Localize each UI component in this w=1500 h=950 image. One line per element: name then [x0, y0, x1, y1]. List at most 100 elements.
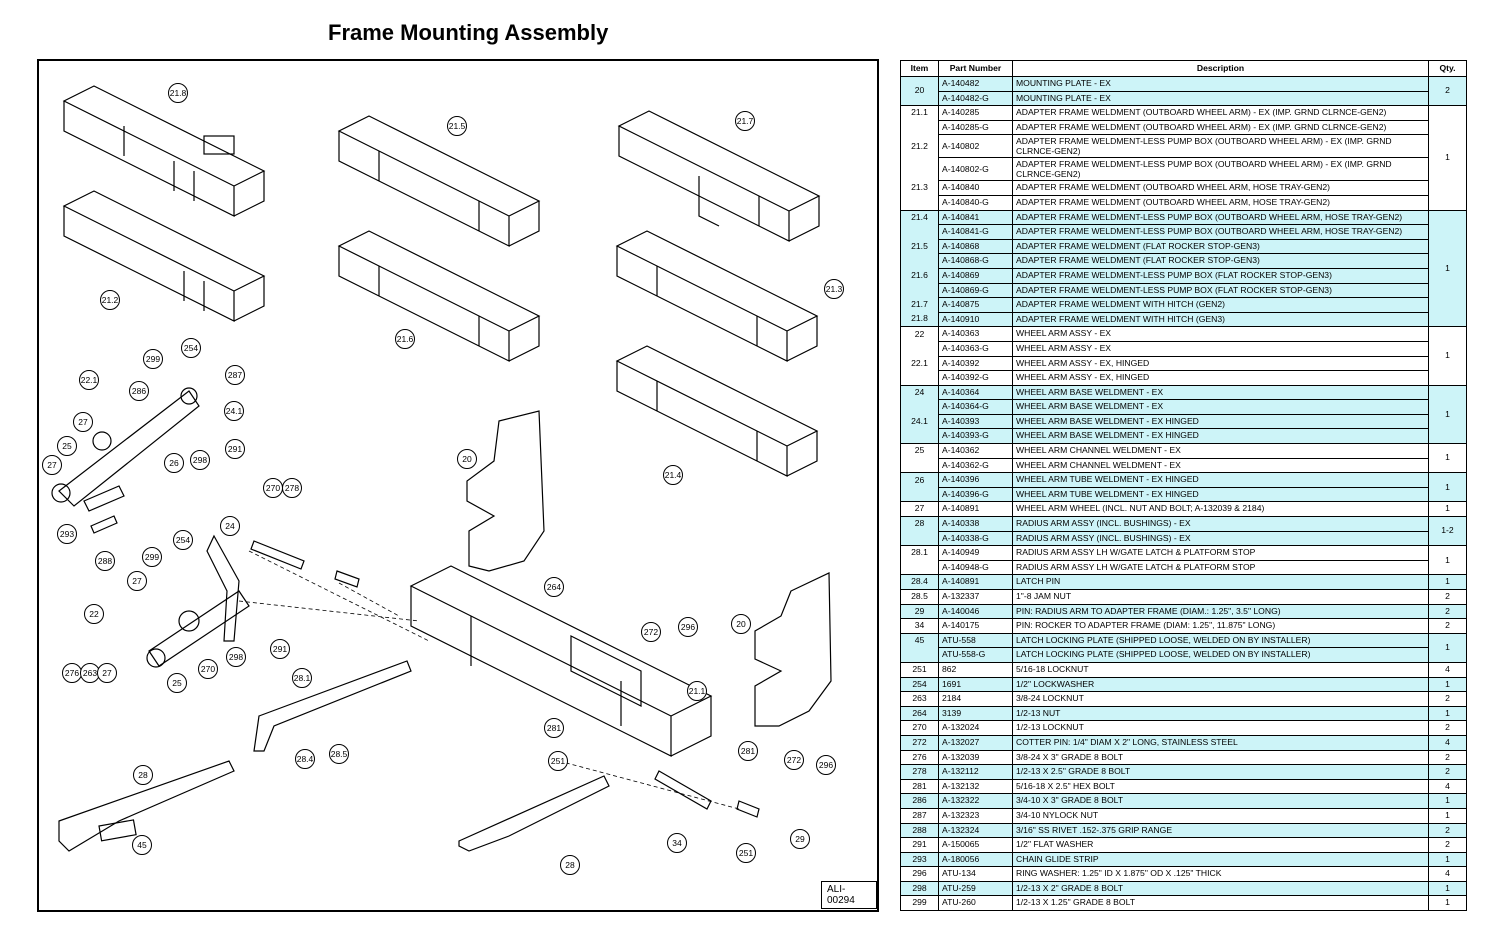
callout-label: 278 [285, 483, 299, 493]
cell-item: 20 [900, 75, 939, 106]
callout-circle [73, 412, 93, 432]
callout-balloon: 291 [270, 639, 290, 659]
cell-part-number: A-140482-G [938, 90, 1013, 107]
callout-balloon: 270 [198, 659, 218, 679]
mounting-plate-20-b [754, 572, 832, 727]
cell-part-number: A-140338 [938, 516, 1013, 532]
callout-circle [295, 749, 315, 769]
header-description: Description [1012, 60, 1429, 77]
cell-qty: 2 [1428, 75, 1467, 106]
cell-qty: 1 [1428, 326, 1467, 386]
wheel-arm-22 [146, 534, 250, 668]
callout-label: 21.6 [397, 334, 414, 344]
callout-balloon: 28.1 [292, 668, 312, 688]
cell-part-number: A-150065 [938, 837, 1013, 853]
callout-label: 281 [741, 746, 755, 756]
radius-arm-28-1 [253, 660, 412, 752]
callout-circle [129, 381, 149, 401]
pin-213 [250, 540, 305, 570]
cell-item: 293 [900, 851, 939, 868]
cell-part-number: 1691 [938, 676, 1013, 693]
cell-description: RADIUS ARM ASSY LH W/GATE LATCH & PLATFO… [1012, 559, 1429, 576]
callout-balloon: 298 [226, 647, 246, 667]
callout-label: 299 [145, 552, 159, 562]
callout-label: 287 [228, 370, 242, 380]
cell-item [900, 341, 939, 356]
cell-part-number: A-180056 [938, 851, 1013, 868]
cell-qty: 4 [1428, 661, 1467, 678]
cell-part-number: A-132112 [938, 764, 1013, 780]
callout-label: 270 [201, 664, 215, 674]
callout-circle [226, 647, 246, 667]
pin-29 [334, 570, 360, 588]
cell-qty: 4 [1428, 866, 1467, 882]
callout-label: 27 [47, 460, 57, 470]
cell-description: WHEEL ARM ASSY - EX, HINGED [1012, 370, 1429, 386]
cell-part-number: A-140948-G [938, 559, 1013, 576]
cell-description: 3/16" SS RIVET .152-.375 GRIP RANGE [1012, 822, 1429, 839]
callout-balloon: 21.8 [168, 83, 188, 103]
cell-item: 272 [900, 734, 939, 751]
cell-item: 21.6 [900, 268, 939, 284]
callout-balloon: 293 [57, 524, 77, 544]
callout-circle [168, 83, 188, 103]
latch-locking-plate-45 [98, 819, 137, 842]
cell-item: 24 [900, 384, 939, 400]
cell-part-number: A-140891 [938, 574, 1013, 590]
cell-item: 21.8 [900, 312, 939, 328]
callout-balloon: 20 [731, 614, 751, 634]
callout-label: 20 [736, 619, 746, 629]
cell-part-number: 2184 [938, 691, 1013, 707]
callout-label: 24 [225, 521, 235, 531]
cell-description: WHEEL ARM CHANNEL WELDMENT - EX [1012, 457, 1429, 474]
callout-circle [329, 744, 349, 764]
cell-description: WHEEL ARM TUBE WELDMENT - EX HINGED [1012, 472, 1429, 488]
cell-item: 21.7 [900, 297, 939, 313]
cell-description: ADAPTER FRAME WELDMENT (OUTBOARD WHEEL A… [1012, 180, 1429, 196]
callout-circle [270, 639, 290, 659]
cell-qty: 1 [1428, 676, 1467, 693]
callout-balloon: 270 [263, 478, 283, 498]
cell-part-number: A-140875 [938, 297, 1013, 313]
cell-item: 28.5 [900, 589, 939, 605]
cell-qty: 1 [1428, 209, 1467, 327]
cell-item [900, 283, 939, 298]
cell-qty: 1 [1428, 632, 1467, 663]
cell-description: 1/2-13 X 1.25" GRADE 8 BOLT [1012, 895, 1429, 912]
callout-balloon: 28 [133, 765, 153, 785]
cell-description: PIN: RADIUS ARM TO ADAPTER FRAME (DIAM.:… [1012, 603, 1429, 620]
cell-part-number: A-140949 [938, 545, 1013, 561]
cell-description: 3/8-24 X 3" GRADE 8 BOLT [1012, 749, 1429, 766]
cell-qty: 4 [1428, 778, 1467, 795]
cell-part-number: ATU-134 [938, 866, 1013, 882]
cell-part-number: A-140363 [938, 326, 1013, 342]
cell-item: 25 [900, 443, 939, 459]
callout-balloon: 21.1 [687, 681, 707, 701]
cell-qty: 2 [1428, 589, 1467, 605]
callout-circle [282, 478, 302, 498]
cell-qty: 2 [1428, 720, 1467, 736]
callout-label: 254 [184, 343, 198, 353]
callout-balloon: 276 [62, 663, 82, 683]
cell-description: LATCH PIN [1012, 574, 1429, 590]
cell-qty: 2 [1428, 618, 1467, 634]
cell-item: 28.1 [900, 545, 939, 561]
cell-part-number: A-140840 [938, 180, 1013, 196]
callout-circle [190, 450, 210, 470]
cell-description: 1/2-13 X 2" GRADE 8 BOLT [1012, 880, 1429, 897]
cell-part-number: A-140802 [938, 134, 1013, 159]
callout-label: 263 [83, 668, 97, 678]
cell-description: MOUNTING PLATE - EX [1012, 90, 1429, 107]
cell-item: 263 [900, 691, 939, 707]
cell-item: 21.3 [900, 180, 939, 196]
cell-description: 1/2-13 NUT [1012, 705, 1429, 722]
cell-description: WHEEL ARM BASE WELDMENT - EX [1012, 399, 1429, 415]
cell-qty: 1 [1428, 105, 1467, 211]
cell-item: 24.1 [900, 414, 939, 429]
cell-part-number: A-140393 [938, 413, 1013, 430]
